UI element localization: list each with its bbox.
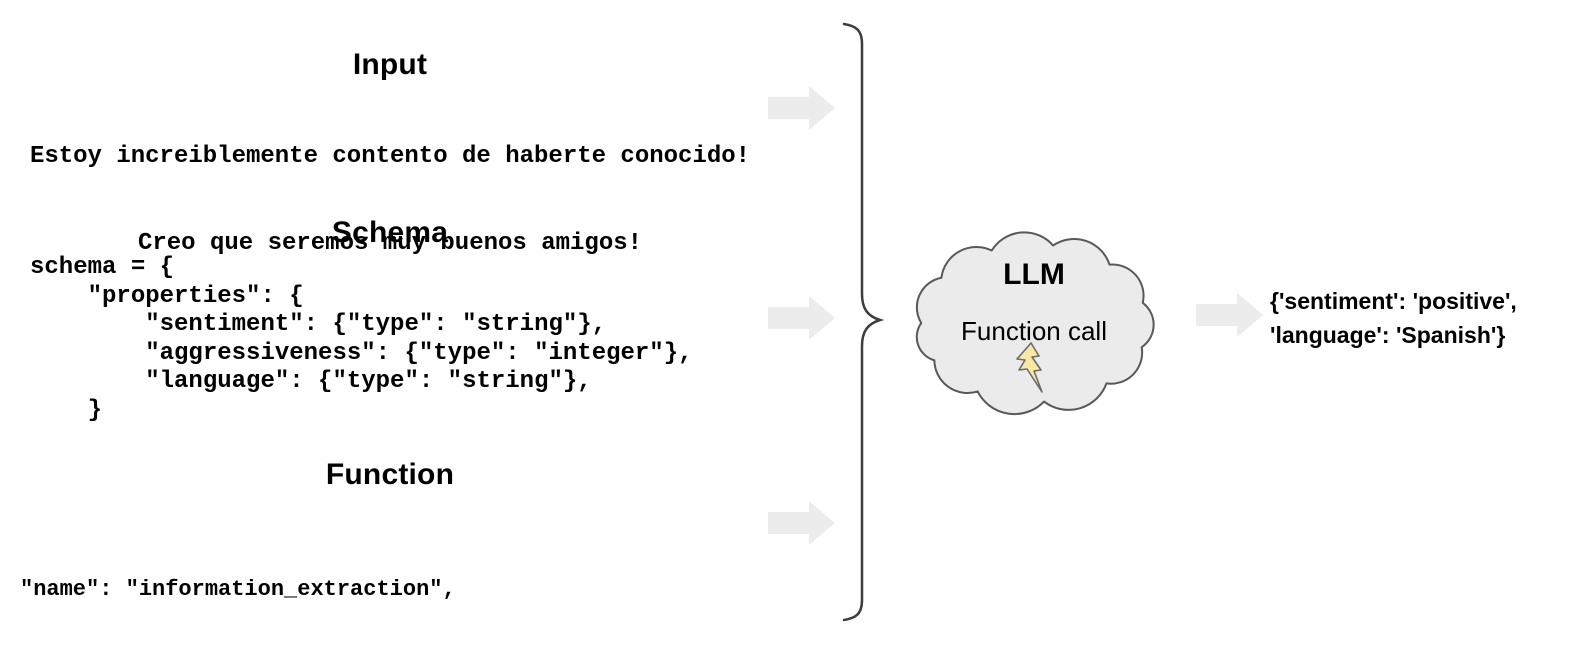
function-name-line: "name": "information_extraction", [20, 577, 456, 602]
llm-cloud-shape [915, 231, 1155, 416]
cloud-outline [915, 231, 1155, 416]
lightning-bolt-icon [1016, 342, 1043, 393]
output-result-line: 'language': 'Spanish'} [1270, 322, 1506, 348]
input-text-line: Creo que seremos muy buenos amigos! [137, 230, 643, 257]
llm-label: LLM [1003, 258, 1065, 291]
function-code-block: "name": "information_extraction", "descr… [20, 492, 759, 647]
schema-code-block: schema = { "properties": { "sentiment": … [30, 254, 693, 424]
lightning-bolt-shape [1016, 342, 1043, 393]
schema-section-title: Schema [331, 216, 449, 249]
arrow-right-icon [768, 501, 835, 545]
output-result-line: {'sentiment': 'positive', [1270, 288, 1517, 314]
arrow-right-icon [768, 86, 835, 130]
function-call-label: Function call [961, 316, 1107, 346]
input-section-title: Input [352, 48, 428, 81]
arrow-right-icon [1196, 293, 1263, 337]
arrow-shape [768, 86, 835, 130]
function-section-title: Function [325, 458, 455, 491]
curly-brace-icon [842, 22, 884, 622]
output-result: {'sentiment': 'positive', 'language': 'S… [1270, 284, 1575, 352]
arrow-right-icon [768, 296, 835, 340]
curly-brace-path [842, 22, 884, 622]
arrow-shape [768, 296, 835, 340]
input-text: Estoy increiblemente contento de haberte… [0, 84, 780, 316]
input-text-line: Estoy increiblemente contento de haberte… [29, 143, 751, 170]
arrow-shape [1196, 293, 1263, 337]
arrow-shape [768, 501, 835, 545]
